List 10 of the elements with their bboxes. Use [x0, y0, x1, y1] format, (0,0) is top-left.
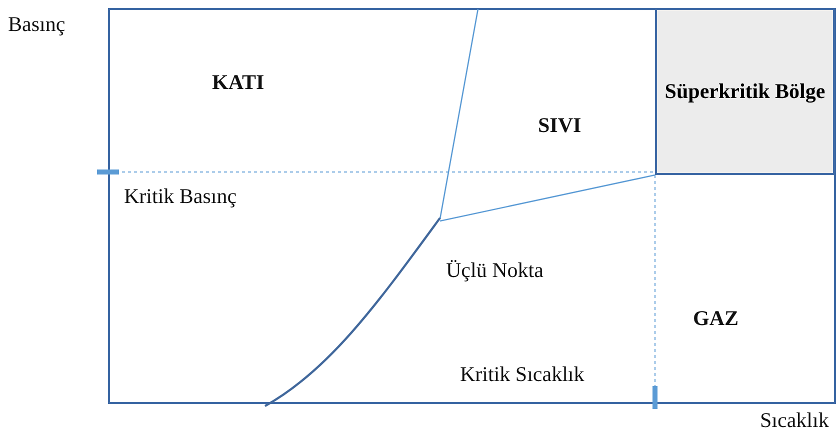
- region-label: SIVI: [538, 113, 582, 138]
- supercritical-region-box: [655, 8, 835, 175]
- point-label: Üçlü Nokta: [446, 258, 544, 283]
- region-label: KATI: [212, 70, 264, 95]
- point-label: Kritik Sıcaklık: [460, 362, 584, 387]
- axis-label: Sıcaklık: [760, 408, 829, 433]
- axis-label: Basınç: [8, 12, 66, 37]
- region-label: GAZ: [693, 306, 739, 331]
- point-label: Kritik Basınç: [124, 184, 237, 209]
- region-label: Süperkritik Bölge: [664, 78, 826, 105]
